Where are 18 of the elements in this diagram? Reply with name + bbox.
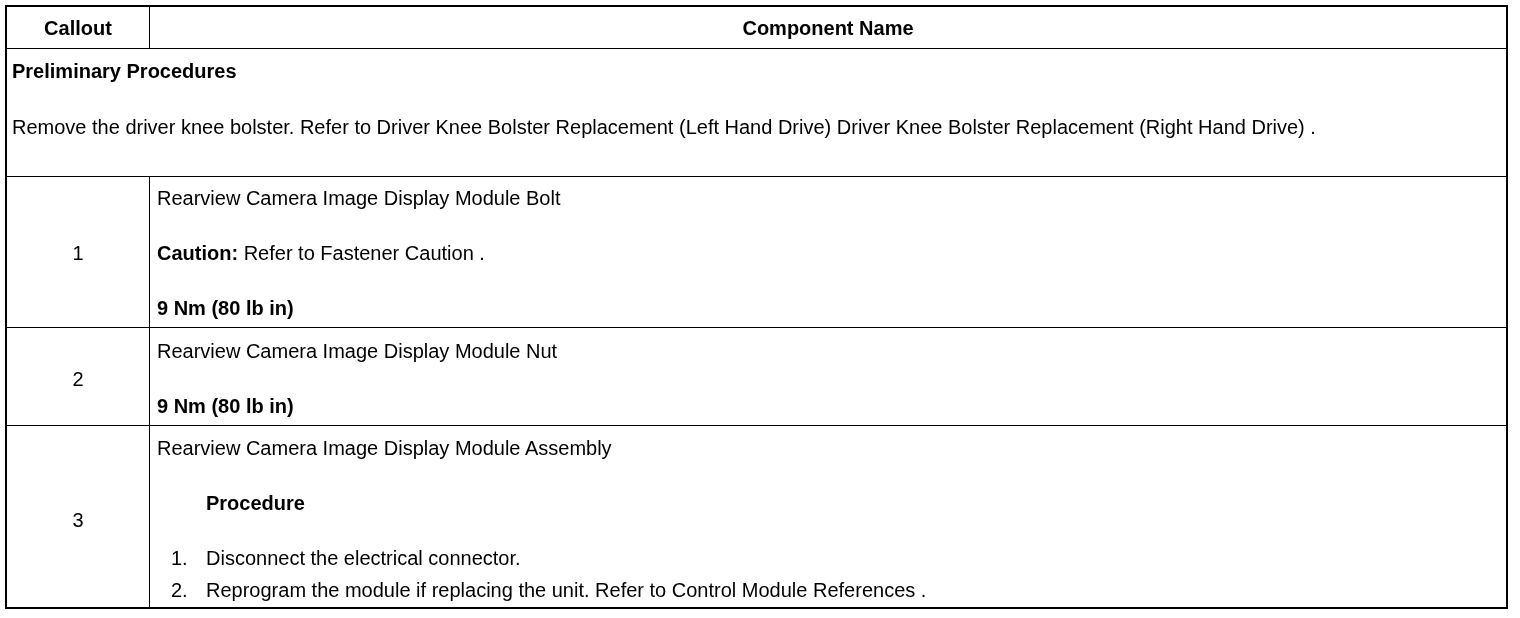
callout-number: 3 — [71, 508, 85, 533]
step-number: 1. — [171, 546, 188, 571]
column-header: Component Name — [741, 16, 915, 41]
procedure-step: Reprogram the module if replacing the unit. Refer to Control Module References . — [206, 578, 927, 603]
callout-number: 2 — [71, 367, 85, 392]
section-heading: Preliminary Procedures — [12, 59, 237, 84]
component-name: Rearview Camera Image Display Module Bolt — [157, 186, 561, 211]
torque-spec: 9 Nm (80 lb in) — [157, 394, 294, 419]
column-header: Callout — [43, 16, 113, 41]
step-number: 2. — [171, 578, 188, 603]
procedure-step: Disconnect the electrical connector. — [206, 546, 521, 571]
note-text: Remove the driver knee bolster. Refer to Driver Knee Bolster Replacement (Left Hand Drive) Driver Knee Bolster Replacement (Right Hand Drive) . — [12, 115, 1317, 140]
caution-note: Caution: Refer to Fastener Caution . — [157, 241, 485, 266]
callout-number: 1 — [71, 241, 85, 266]
procedure-heading: Procedure — [206, 491, 305, 516]
torque-spec: 9 Nm (80 lb in) — [157, 296, 294, 321]
component-name: Rearview Camera Image Display Module Assembly — [157, 436, 612, 461]
component-name: Rearview Camera Image Display Module Nut — [157, 339, 558, 364]
